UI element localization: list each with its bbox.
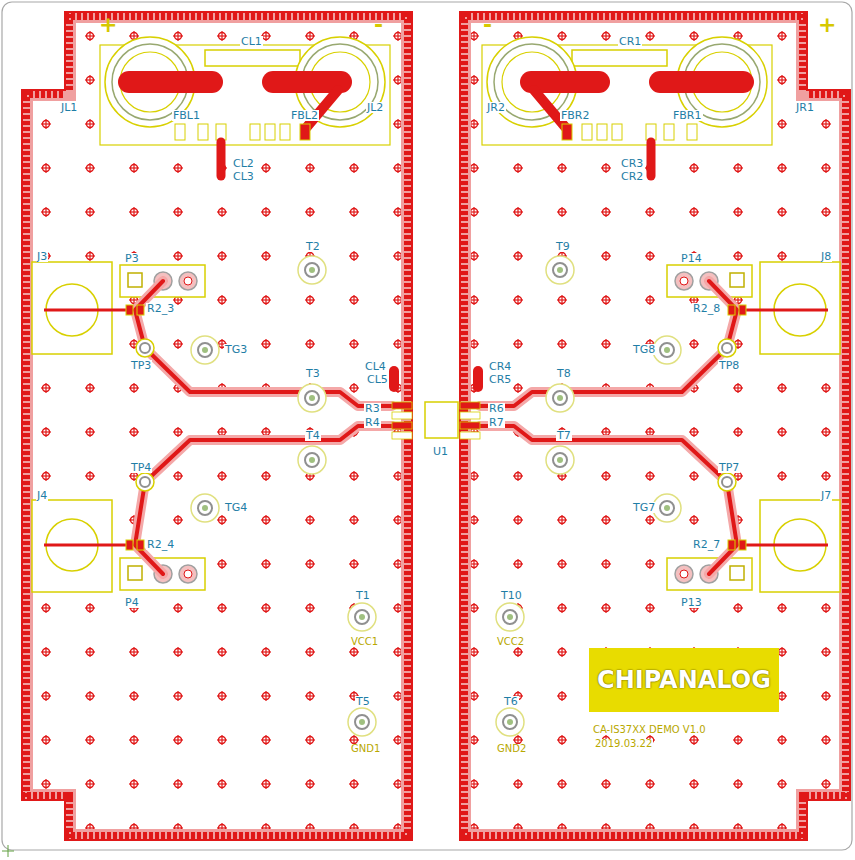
- designator-label: TP4: [130, 462, 152, 473]
- designator-label: FBL2: [290, 110, 319, 121]
- designator-label: P13: [680, 597, 703, 608]
- silkscreen-label: GND2: [496, 744, 527, 754]
- polarity-mark: -: [482, 14, 493, 36]
- silkscreen-label: GND1: [350, 744, 381, 754]
- designator-label: T9: [555, 241, 571, 252]
- designator-label: R2_3: [146, 303, 175, 314]
- designator-label: JR2: [486, 102, 506, 113]
- designator-label: CR3: [620, 158, 644, 169]
- silkscreen-label: VCC1: [350, 637, 379, 647]
- designator-label: CL3: [232, 171, 255, 182]
- designator-label: R2_7: [692, 539, 721, 550]
- designator-label: T10: [500, 590, 523, 601]
- designator-label: TG7: [632, 502, 656, 513]
- designator-label: R4: [364, 417, 381, 428]
- designator-label: JL1: [60, 102, 78, 113]
- designator-label: FBR1: [672, 110, 703, 121]
- silkscreen-label: 2019.03.22: [594, 739, 653, 749]
- designator-label: R6: [488, 403, 505, 414]
- designator-label: T1: [355, 590, 371, 601]
- designator-label: T3: [305, 368, 321, 379]
- designator-label: CR4: [488, 361, 512, 372]
- designator-label: FBL1: [172, 110, 201, 121]
- designator-label: CL2: [232, 158, 255, 169]
- designator-label: T7: [556, 430, 572, 441]
- designator-label: FBR2: [560, 110, 591, 121]
- designator-label: JL2: [366, 102, 384, 113]
- polarity-mark: +: [817, 14, 837, 36]
- designator-label: CL4: [364, 361, 387, 372]
- designator-label: TG3: [224, 344, 248, 355]
- silkscreen-label: VCC2: [496, 637, 525, 647]
- designator-label: CL1: [240, 36, 263, 47]
- designator-label: TP7: [718, 462, 740, 473]
- designator-label: R7: [488, 417, 505, 428]
- designator-label: CR2: [620, 171, 644, 182]
- designator-label: T6: [503, 696, 519, 707]
- silkscreen-label: CA-IS37XX DEMO V1.0: [592, 725, 707, 735]
- designator-label: T2: [305, 241, 321, 252]
- designator-label: T8: [556, 368, 572, 379]
- designator-label: CL5: [366, 374, 389, 385]
- designator-label: R2_4: [146, 539, 175, 550]
- polarity-mark: +: [98, 14, 118, 36]
- designator-label: TP3: [130, 360, 152, 371]
- designator-label: P4: [124, 597, 140, 608]
- designator-label: T5: [355, 696, 371, 707]
- designator-label: P3: [124, 253, 140, 264]
- designator-label: R2_8: [692, 303, 721, 314]
- designator-label: U1: [432, 446, 449, 457]
- designator-label: JR1: [795, 102, 815, 113]
- designator-label: TG4: [224, 502, 248, 513]
- polarity-mark: -: [373, 14, 384, 36]
- logo-text: CHIPANALOG: [597, 666, 771, 694]
- designator-label: CR1: [618, 36, 642, 47]
- logo-box: CHIPANALOG: [589, 648, 779, 712]
- designator-label: J3: [36, 251, 48, 262]
- designator-label: TG8: [632, 344, 656, 355]
- designator-label: J7: [820, 490, 832, 501]
- designator-label: TP8: [718, 360, 740, 371]
- designator-label: R3: [364, 403, 381, 414]
- designator-label: CR5: [488, 374, 512, 385]
- designator-label: J8: [820, 251, 832, 262]
- designator-label: P14: [680, 253, 703, 264]
- designator-label: T4: [305, 430, 321, 441]
- designator-label: J4: [36, 490, 48, 501]
